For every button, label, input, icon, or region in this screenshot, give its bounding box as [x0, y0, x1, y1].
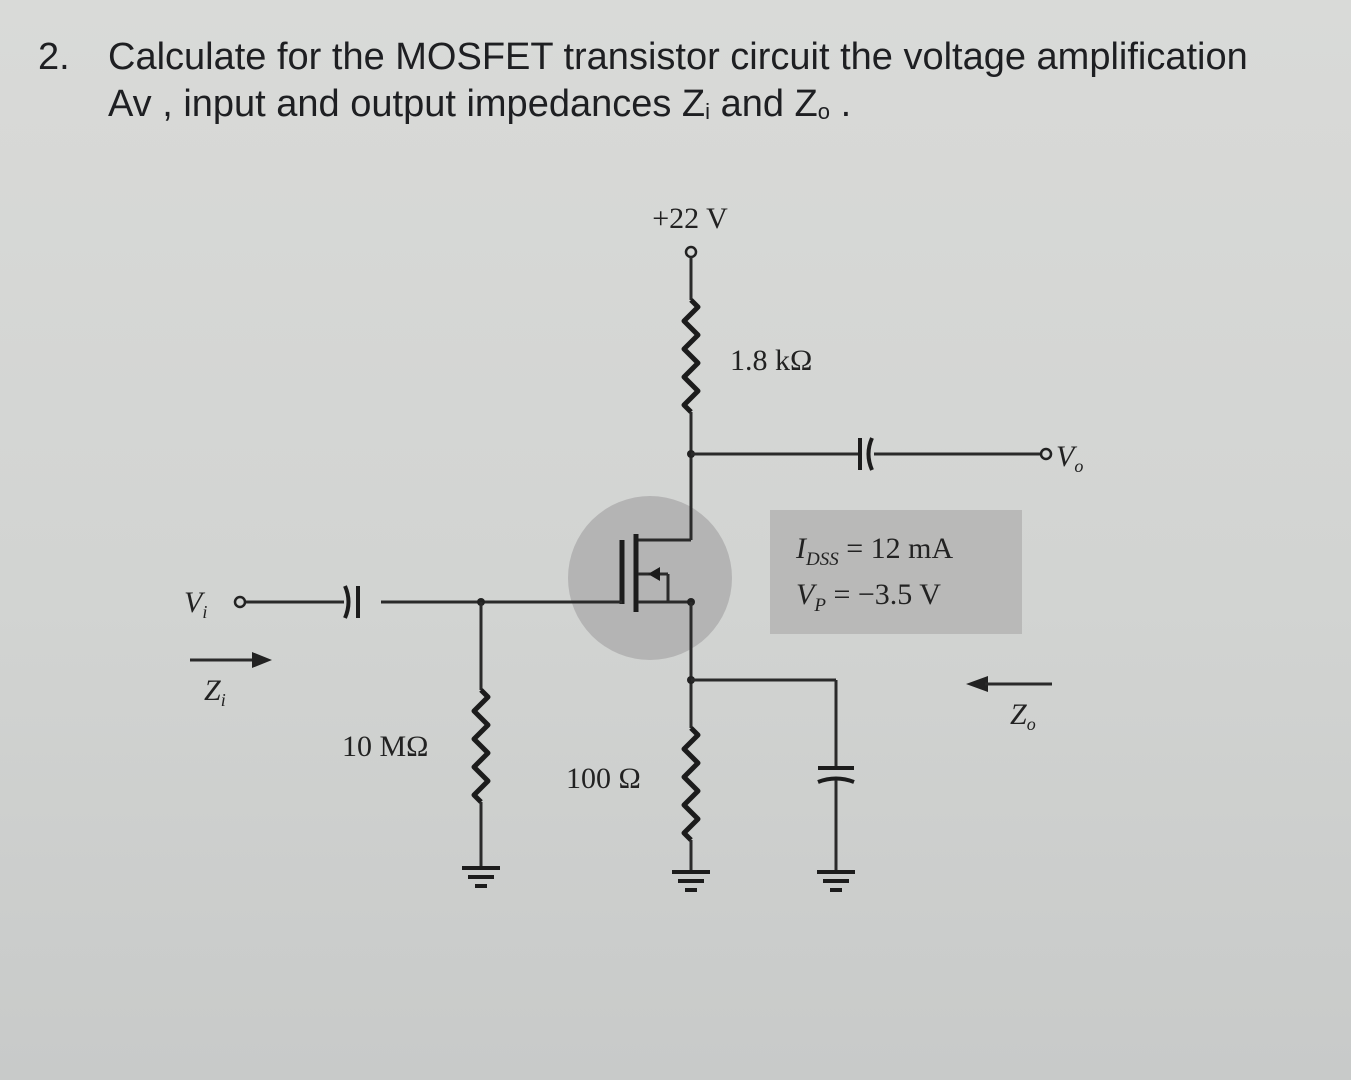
- drain-resistor-label: 1.8 kΩ: [730, 344, 812, 377]
- question-line-2-a: Av , input and output impedances Z: [108, 83, 706, 125]
- mosfet-shading: [568, 496, 732, 660]
- question-line-2: Av , input and output impedances Zi and …: [38, 81, 1328, 135]
- question-text: 2. Calculate for the MOSFET transistor ci…: [38, 34, 1328, 135]
- parameter-box: [770, 510, 1022, 634]
- gate-resistor: [471, 688, 491, 804]
- supply-terminal: [684, 245, 698, 259]
- supply-label: +22 V: [652, 202, 728, 235]
- output-cap-plate-2: [866, 437, 874, 471]
- zo-arrow-head: [966, 676, 988, 692]
- bypass-cap-plate-2: [817, 776, 855, 784]
- zo-subscript: o: [817, 99, 831, 124]
- zi-subscript: i: [705, 99, 711, 124]
- vo-label: Vo: [1056, 440, 1083, 476]
- input-terminal: [233, 595, 247, 609]
- drain-resistor: [681, 298, 701, 414]
- question-line-1-text: Calculate for the MOSFET transistor circ…: [108, 36, 1248, 78]
- source-resistor-label: 100 Ω: [566, 762, 641, 795]
- question-line-1: 2. Calculate for the MOSFET transistor ci…: [38, 34, 1328, 81]
- zo-label: Zo: [1010, 698, 1036, 734]
- gate-resistor-label: 10 MΩ: [342, 730, 428, 763]
- question-number: 2.: [38, 36, 70, 78]
- question-line-2-c: .: [830, 83, 852, 125]
- zi-arrow-head: [252, 652, 272, 668]
- vi-label: Vi: [184, 586, 207, 622]
- zi-label: Zi: [204, 674, 226, 710]
- question-line-2-b: and Z: [710, 83, 818, 125]
- source-resistor: [681, 726, 701, 842]
- output-terminal: [1039, 447, 1053, 461]
- input-cap-plate-1: [343, 585, 351, 619]
- idss-parameter: IDSS = 12 mA: [795, 532, 953, 570]
- vp-parameter: VP = −3.5 V: [796, 578, 941, 616]
- mosfet-arrow: [648, 567, 660, 581]
